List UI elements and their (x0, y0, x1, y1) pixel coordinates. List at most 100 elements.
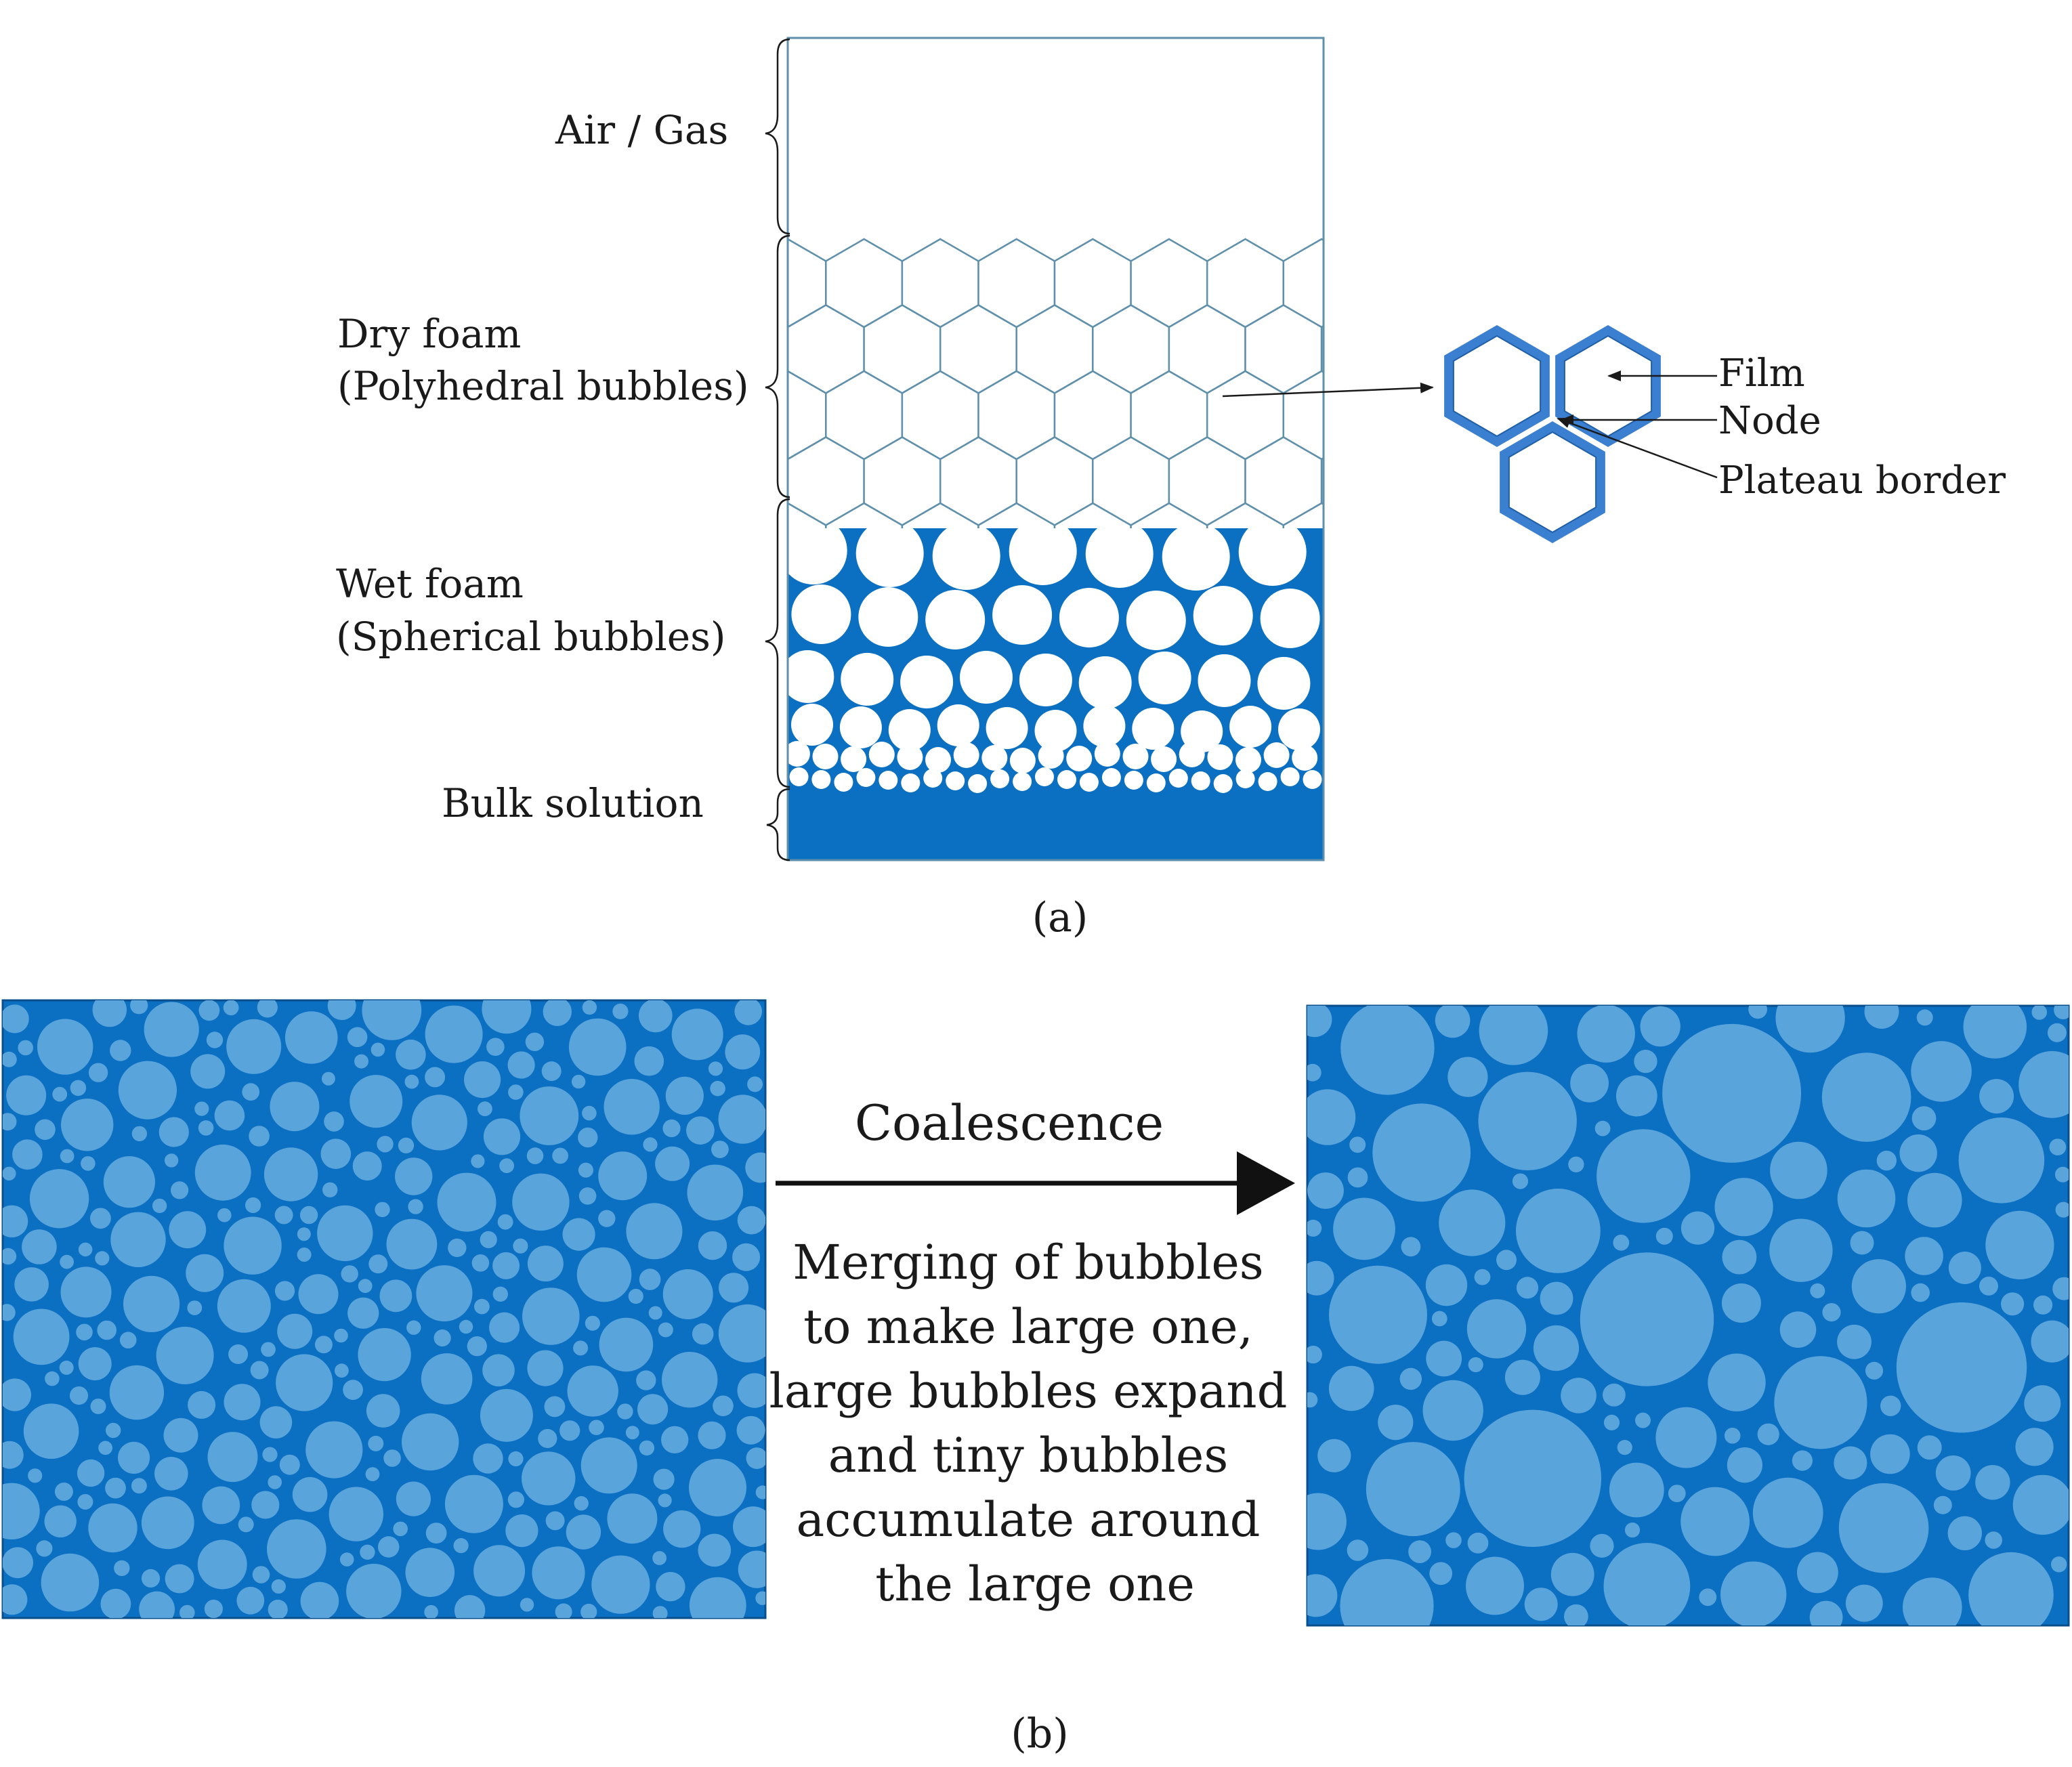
bubble (437, 1172, 496, 1232)
bubble (92, 1000, 127, 1027)
bubble (347, 1297, 379, 1329)
bubble (186, 1254, 224, 1292)
bubble (12, 1139, 43, 1170)
bubble (1668, 1485, 1686, 1503)
bubble (354, 1054, 368, 1069)
bubble (698, 1231, 727, 1260)
bubble (187, 1300, 203, 1315)
small-bubbles (3, 1000, 765, 1618)
bubble (1880, 1395, 1901, 1416)
bubble (60, 1266, 112, 1318)
spherical-bubble (1122, 744, 1149, 769)
bubble (103, 1156, 155, 1208)
bubble (131, 1478, 147, 1494)
bubble (164, 1153, 179, 1168)
bubble (284, 1011, 338, 1064)
bubble (1349, 1136, 1366, 1153)
bubble (1916, 1009, 1933, 1026)
bubble (617, 1403, 633, 1420)
bubble (656, 1572, 685, 1602)
bubble (745, 1152, 765, 1183)
bubble (591, 1555, 650, 1614)
bubble (1399, 1367, 1422, 1390)
bubble (252, 1566, 270, 1583)
bubble (3, 1113, 17, 1131)
bubble (738, 1550, 765, 1588)
bubble (141, 1569, 161, 1588)
bubble (1468, 1357, 1483, 1373)
bubble (404, 1074, 419, 1089)
bubble (434, 1329, 451, 1347)
bubble (578, 1187, 597, 1205)
bubble (736, 1415, 765, 1445)
arrow-head (1237, 1151, 1295, 1215)
bubble (76, 1323, 93, 1341)
bubble (755, 1485, 765, 1499)
bubble (297, 1248, 312, 1262)
bubble (144, 1002, 199, 1057)
bubble (118, 1441, 150, 1474)
bubble (416, 1265, 473, 1322)
bubble (118, 1061, 177, 1120)
bubble (261, 1342, 276, 1357)
bubble (1876, 1151, 1897, 1171)
bubble (1408, 1540, 1432, 1564)
spherical-bubble (1079, 773, 1099, 792)
bubble (1864, 1006, 1899, 1029)
bubble (663, 1510, 701, 1548)
bubble (424, 1604, 438, 1618)
spherical-bubble (856, 768, 876, 787)
spherical-bubble (1035, 767, 1054, 786)
bubble (28, 1468, 43, 1483)
bubble (483, 1118, 521, 1155)
bubble (527, 1350, 564, 1386)
bubble (274, 1206, 293, 1225)
polyhedral-cell (1320, 324, 1324, 374)
spherical-bubble (1238, 518, 1307, 586)
bubble (1512, 1173, 1529, 1189)
bubble (639, 1269, 661, 1290)
bubble (362, 1000, 422, 1040)
bubble (156, 1326, 214, 1384)
polyhedral-cell (1359, 239, 1436, 327)
spherical-bubble (1278, 708, 1320, 750)
bubble (1570, 1063, 1609, 1103)
bubble (1603, 1383, 1626, 1407)
bubble (1680, 1487, 1750, 1556)
description-line: and tiny bubbles (828, 1428, 1229, 1483)
bubble (1307, 1345, 1322, 1364)
bubble (386, 1218, 438, 1270)
bubble (1845, 1584, 1883, 1622)
bubble (637, 1394, 669, 1425)
foam-after-coalescence (1306, 1004, 2070, 1627)
polyhedral-cell (1282, 502, 1324, 528)
bubble (1329, 1265, 1427, 1364)
spherical-bubble (1191, 771, 1210, 790)
bubble (276, 1354, 333, 1411)
spherical-bubble (901, 773, 921, 792)
bubble (698, 1421, 726, 1449)
bubble (214, 1100, 245, 1131)
bubble (305, 1421, 363, 1478)
bubble (467, 1336, 487, 1357)
description-line: accumulate around (797, 1492, 1261, 1548)
bubble (45, 1371, 60, 1386)
bubble (1779, 1311, 1817, 1348)
bubble (329, 1487, 383, 1541)
bubble (568, 1018, 627, 1076)
bubble (1985, 1531, 2002, 1549)
bubble (106, 1422, 121, 1439)
caption-a: (a) (1032, 894, 1088, 941)
bubble (482, 1000, 532, 1034)
bubble (1347, 1539, 1369, 1561)
spherical-bubble (953, 742, 979, 768)
bubble (1757, 1423, 1779, 1445)
bubble (634, 1046, 664, 1076)
coalescence-arrow (776, 1151, 1295, 1215)
bubble (582, 1105, 597, 1121)
bubble (119, 1332, 137, 1348)
bubble (1466, 1556, 1524, 1615)
bubble (508, 1084, 524, 1100)
bubble (1655, 1227, 1673, 1245)
